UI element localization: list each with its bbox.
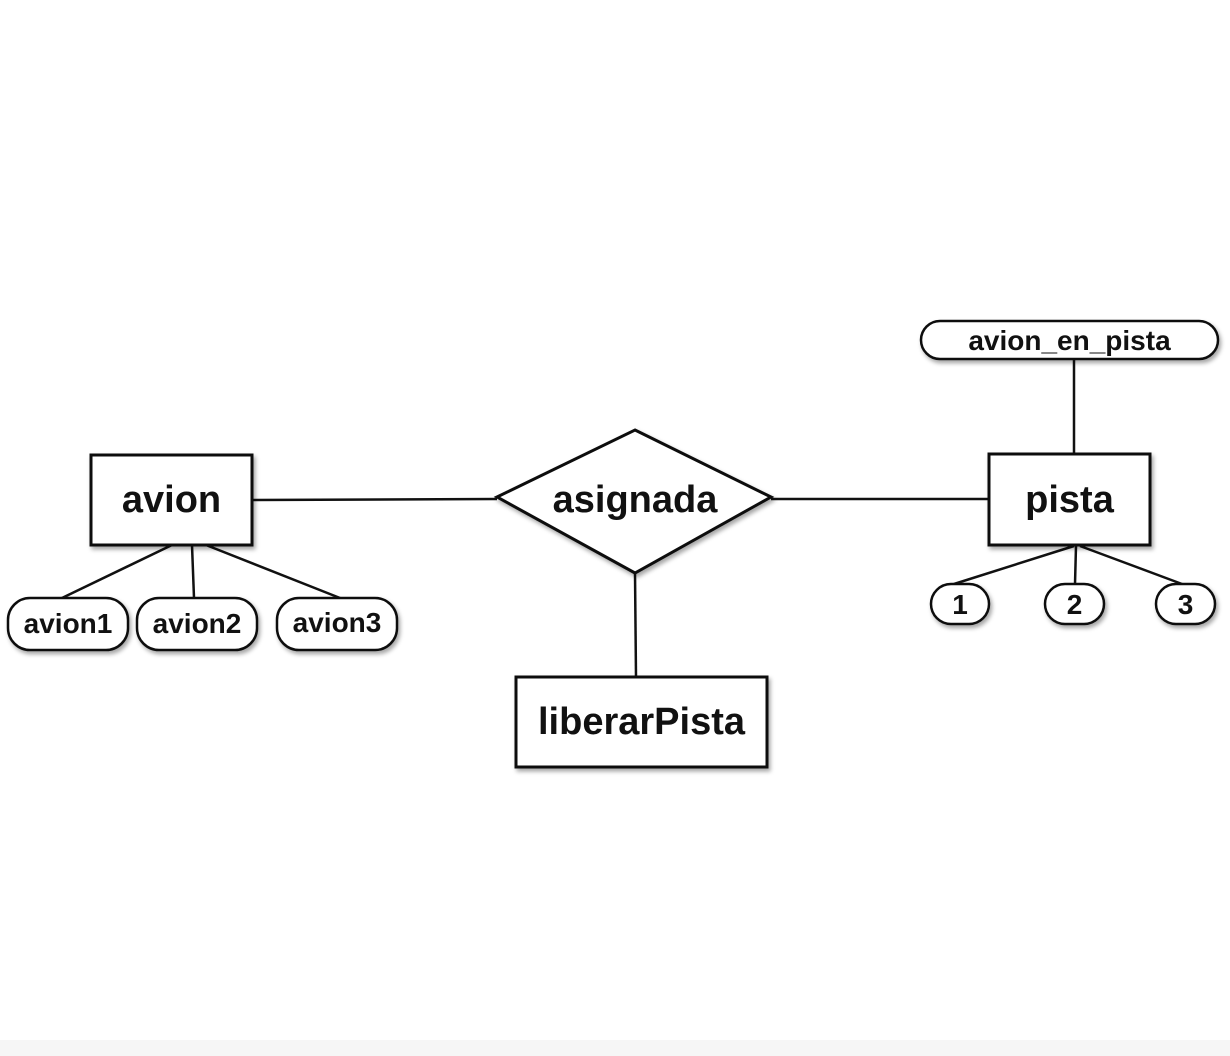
attribute-avion-en-pista-label: avion_en_pista [968, 325, 1171, 356]
entity-pista-label: pista [1025, 479, 1115, 521]
relationship-asignada-label: asignada [553, 479, 719, 521]
attribute-pista-3-pill [1154, 582, 1217, 626]
relationship-asignada-diamond [493, 428, 775, 575]
attribute-avion1[interactable]: avion1 [6, 596, 130, 652]
entity-avion[interactable]: avion [89, 453, 254, 547]
attribute-pista-2[interactable]: 2 [1043, 582, 1106, 626]
attribute-pista-2-pill [1043, 582, 1106, 626]
connector-pista-3 [1079, 544, 1183, 586]
connector-avion-avion2 [190, 544, 196, 599]
attribute-avion-en-pista[interactable]: avion_en_pista [919, 319, 1220, 361]
attribute-avion2-pill [135, 596, 259, 652]
attribute-pista-3[interactable]: 3 [1154, 582, 1217, 626]
attribute-pista-1[interactable]: 1 [929, 582, 991, 626]
attribute-avion2-label: avion2 [153, 608, 242, 639]
entity-liberarpista-box [514, 675, 769, 769]
attribute-avion3-pill [275, 596, 399, 652]
attribute-avion2[interactable]: avion2 [135, 596, 259, 652]
entity-pista-box [987, 452, 1152, 547]
attribute-avion1-label: avion1 [24, 608, 113, 639]
attribute-pista-1-pill [929, 582, 991, 626]
attribute-pista-2-label: 2 [1067, 589, 1083, 620]
connectors [61, 359, 1183, 678]
entity-avion-box [89, 453, 254, 547]
attribute-avion3[interactable]: avion3 [275, 596, 399, 652]
connector-pista-1 [953, 544, 1075, 586]
connector-avion-asignada [252, 497, 498, 502]
attribute-avion-en-pista-pill [919, 319, 1220, 361]
connector-avion-avion1 [61, 543, 173, 600]
entity-liberarpista-label: liberarPista [538, 701, 746, 743]
entity-pista[interactable]: pista [987, 452, 1152, 547]
attribute-avion1-pill [6, 596, 130, 652]
attribute-avion3-label: avion3 [293, 607, 382, 638]
relationship-asignada[interactable]: asignada [493, 428, 775, 575]
connector-asignada-liberarpista [633, 572, 638, 678]
connector-pista-2 [1073, 545, 1078, 585]
attribute-pista-3-label: 3 [1178, 589, 1194, 620]
entity-avion-label: avion [122, 479, 221, 521]
entity-liberarpista[interactable]: liberarPista [514, 675, 769, 769]
attribute-pista-1-label: 1 [952, 589, 968, 620]
bottom-band [0, 1040, 1230, 1056]
connector-avion-avion3 [205, 543, 341, 600]
